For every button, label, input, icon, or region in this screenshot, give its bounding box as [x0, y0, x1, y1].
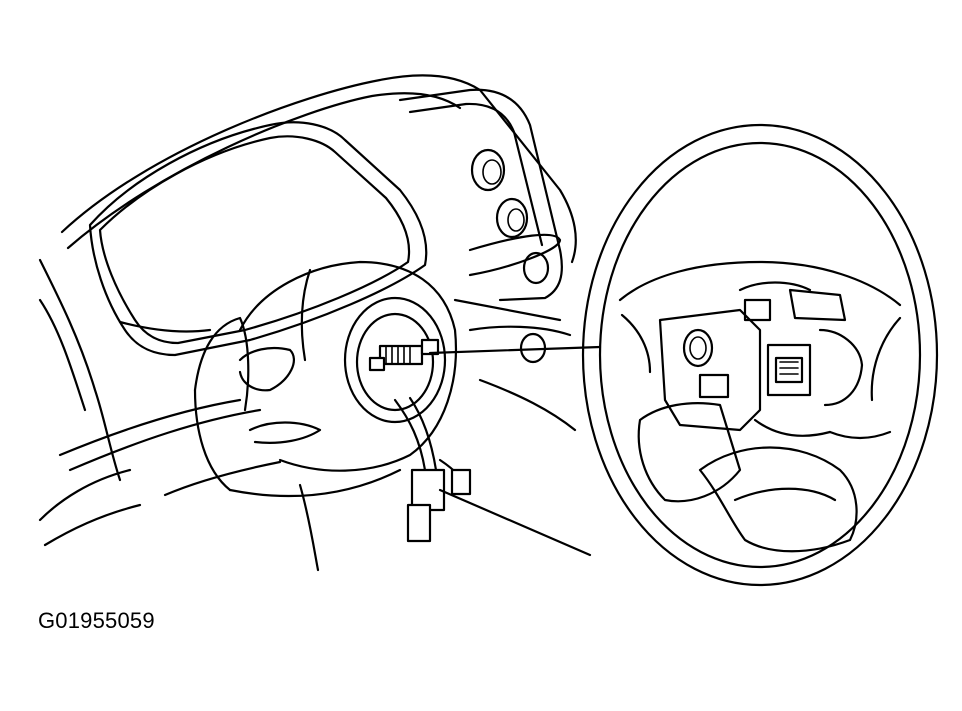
alignment-leader-line — [428, 345, 602, 355]
wire-harness — [393, 396, 472, 543]
spiral-cable-hub — [343, 296, 447, 424]
steering-wheel — [581, 123, 939, 587]
center-stack — [398, 88, 563, 364]
lower-dash — [298, 298, 592, 572]
steering-column-cover — [163, 260, 457, 498]
instrument-cluster — [88, 121, 428, 357]
figure-id-label: G01955059 — [38, 608, 155, 633]
